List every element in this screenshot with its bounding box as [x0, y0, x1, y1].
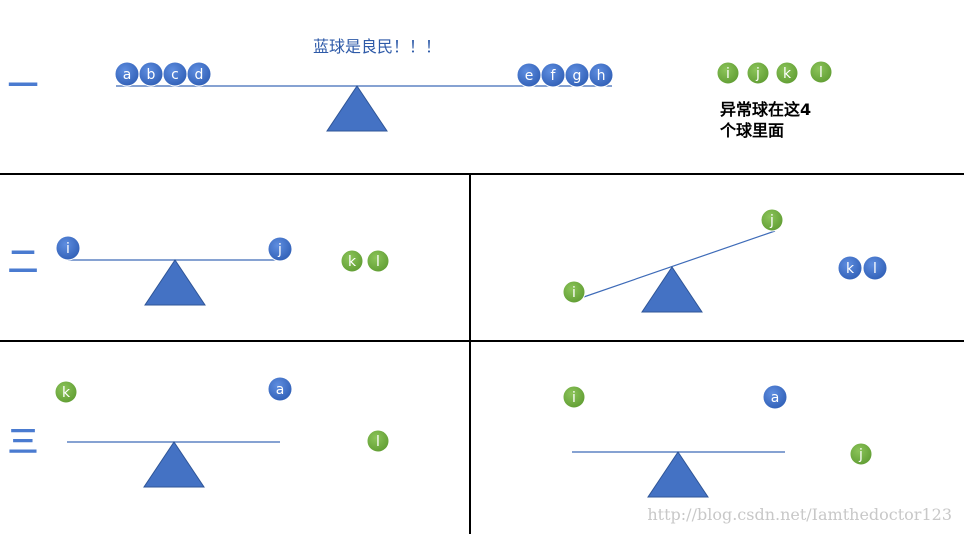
beam-two-b [574, 230, 776, 301]
svg-text:j: j [858, 447, 863, 463]
ball-i-green: i [562, 385, 586, 409]
ball-j-green: j [760, 208, 784, 232]
watermark: http://blog.csdn.net/Iamthedoctor123 [647, 505, 952, 524]
ball-l-green: l [366, 249, 390, 273]
ball-b: b [138, 61, 164, 87]
svg-text:a: a [276, 382, 285, 398]
svg-text:i: i [572, 390, 576, 406]
note-line-1: 异常球在这4 [720, 100, 811, 119]
ball-k-green: k [340, 249, 364, 273]
svg-text:l: l [873, 261, 877, 277]
svg-text:l: l [819, 65, 823, 81]
ball-e: e [516, 62, 542, 88]
ball-h: h [588, 62, 614, 88]
svg-text:i: i [66, 241, 70, 257]
ball-j-green: j [849, 442, 873, 466]
ball-i-blue: i [55, 235, 81, 261]
svg-text:f: f [551, 68, 557, 84]
svg-text:k: k [62, 385, 71, 401]
svg-text:l: l [376, 434, 380, 450]
fulcrum-two [144, 259, 206, 306]
svg-text:i: i [572, 285, 576, 301]
ball-a-blue: a [762, 384, 788, 410]
svg-text:c: c [171, 67, 179, 83]
numeral-one: 一 [8, 69, 38, 104]
svg-text:j: j [277, 242, 282, 258]
ball-i-green: i [716, 61, 740, 85]
svg-text:j: j [769, 213, 774, 229]
note-line-2: 个球里面 [719, 121, 784, 140]
svg-text:k: k [783, 66, 792, 82]
ball-g: g [564, 62, 590, 88]
panel-two-b: i j k l [562, 208, 888, 313]
ball-j-blue: j [267, 236, 293, 262]
svg-text:a: a [123, 67, 132, 83]
svg-text:k: k [846, 261, 855, 277]
svg-text:j: j [755, 66, 760, 82]
svg-text:k: k [348, 254, 357, 270]
fulcrum-two-b [641, 266, 703, 313]
panel-three: 三 k a l [8, 376, 390, 488]
svg-text:d: d [195, 67, 204, 83]
panel-three-b: i a j [562, 384, 873, 498]
fulcrum-three-b [647, 451, 709, 498]
ball-f: f [540, 62, 566, 88]
panel-two: 二 i j k l [8, 235, 390, 306]
ball-j-green: j [746, 61, 770, 85]
svg-text:e: e [525, 68, 534, 84]
numeral-two: 二 [8, 245, 38, 280]
ball-l-green: l [366, 429, 390, 453]
fulcrum-one [326, 85, 388, 132]
fulcrum-three [143, 441, 205, 488]
ball-l-green: l [809, 60, 833, 84]
svg-text:a: a [771, 390, 780, 406]
ball-l-blue: l [862, 255, 888, 281]
svg-text:i: i [726, 66, 730, 82]
svg-text:h: h [597, 68, 606, 84]
ball-d: d [186, 61, 212, 87]
svg-text:b: b [147, 67, 156, 83]
ball-a-blue: a [267, 376, 293, 402]
ball-k-blue: k [837, 255, 863, 281]
ball-i-green: i [562, 280, 586, 304]
numeral-three: 三 [8, 425, 38, 460]
ball-k-green: k [775, 61, 799, 85]
ball-k-green: k [54, 380, 78, 404]
panel-one-title: 蓝球是良民！！！ [313, 37, 441, 56]
ball-c: c [162, 61, 188, 87]
svg-text:g: g [573, 68, 582, 84]
ball-a: a [114, 61, 140, 87]
svg-text:l: l [376, 254, 380, 270]
panel-one: 一 蓝球是良民！！！ a b c d e f g h i j k l 异常球在这… [8, 37, 833, 140]
